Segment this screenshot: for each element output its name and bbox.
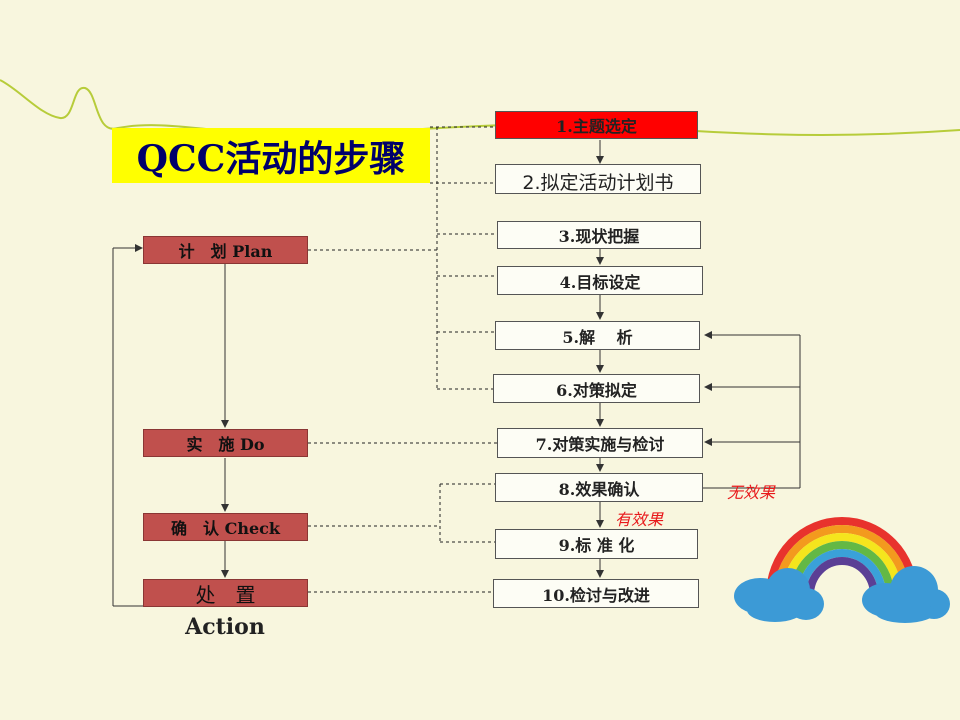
no-effect-label: 无效果 <box>727 483 776 502</box>
step-1-box: 1.主题选定 <box>495 111 698 139</box>
step-3-box: 3.现状把握 <box>497 221 701 249</box>
page-title: QCC活动的步骤 <box>112 128 430 183</box>
cloud-right <box>862 566 950 623</box>
phase-action-english: Action <box>185 614 265 640</box>
phase-do: 实 施 Do <box>143 429 308 457</box>
step-4-box: 4.目标设定 <box>497 266 703 295</box>
dashed-connectors <box>308 126 497 593</box>
step-2-label: 2.拟定活动计划书 <box>522 172 674 194</box>
feedback-loop <box>703 331 801 489</box>
step-5-box: 5.解 析 <box>495 321 700 350</box>
step-9-box: 9.标 准 化 <box>495 529 698 559</box>
phase-action: 处 置 <box>143 579 308 607</box>
step-7-box: 7.对策实施与检讨 <box>497 428 703 458</box>
pdca-cycle <box>112 244 229 607</box>
step-10-box: 10.检讨与改进 <box>493 579 699 608</box>
rainbow-illustration <box>766 517 918 596</box>
step-8-box: 8.效果确认 <box>495 473 703 502</box>
phase-check: 确 认 Check <box>143 513 308 541</box>
effective-label: 有效果 <box>615 510 664 529</box>
step-2-box: 2.拟定活动计划书 <box>495 164 701 194</box>
step-6-box: 6.对策拟定 <box>493 374 700 403</box>
phase-plan: 计 划 Plan <box>143 236 308 264</box>
cloud-left <box>734 568 824 622</box>
